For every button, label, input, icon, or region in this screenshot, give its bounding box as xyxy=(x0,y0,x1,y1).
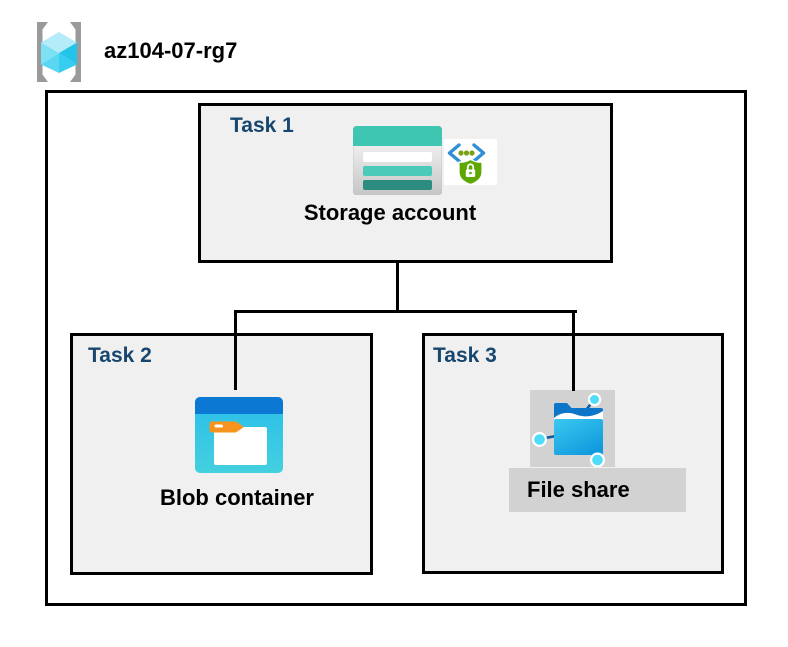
resource-group-name: az104-07-rg7 xyxy=(104,38,238,63)
blob-container-icon xyxy=(195,397,283,473)
storage-account-icon xyxy=(353,126,442,195)
storage-account-icon-svg xyxy=(353,126,442,195)
sas-shield-lock-icon-svg xyxy=(443,138,498,186)
resource-group-icon-svg xyxy=(37,22,81,82)
task2-box: Task 2 Blob container xyxy=(70,333,373,575)
task2-label: Task 2 xyxy=(88,344,152,367)
file-share-label-highlight: File share xyxy=(509,468,686,512)
blob-container-label: Blob container xyxy=(159,485,314,510)
file-share-label: File share xyxy=(527,477,630,502)
storage-account-label: Storage account xyxy=(303,200,477,225)
connector-storage-stem xyxy=(396,261,399,313)
resource-group-icon xyxy=(28,20,90,84)
file-share-icon xyxy=(530,390,615,467)
connector-to-blob-container xyxy=(234,310,237,390)
task1-label: Task 1 xyxy=(230,114,294,137)
task1-box: Task 1 xyxy=(198,103,613,263)
task3-label: Task 3 xyxy=(433,344,497,367)
blob-container-icon-svg xyxy=(195,397,283,473)
connector-to-file-share xyxy=(572,310,575,391)
task3-box: Task 3 File share xyxy=(422,333,724,574)
connector-horizontal xyxy=(234,310,577,313)
file-share-icon-svg xyxy=(530,390,615,467)
sas-shield-lock-icon xyxy=(443,138,498,186)
